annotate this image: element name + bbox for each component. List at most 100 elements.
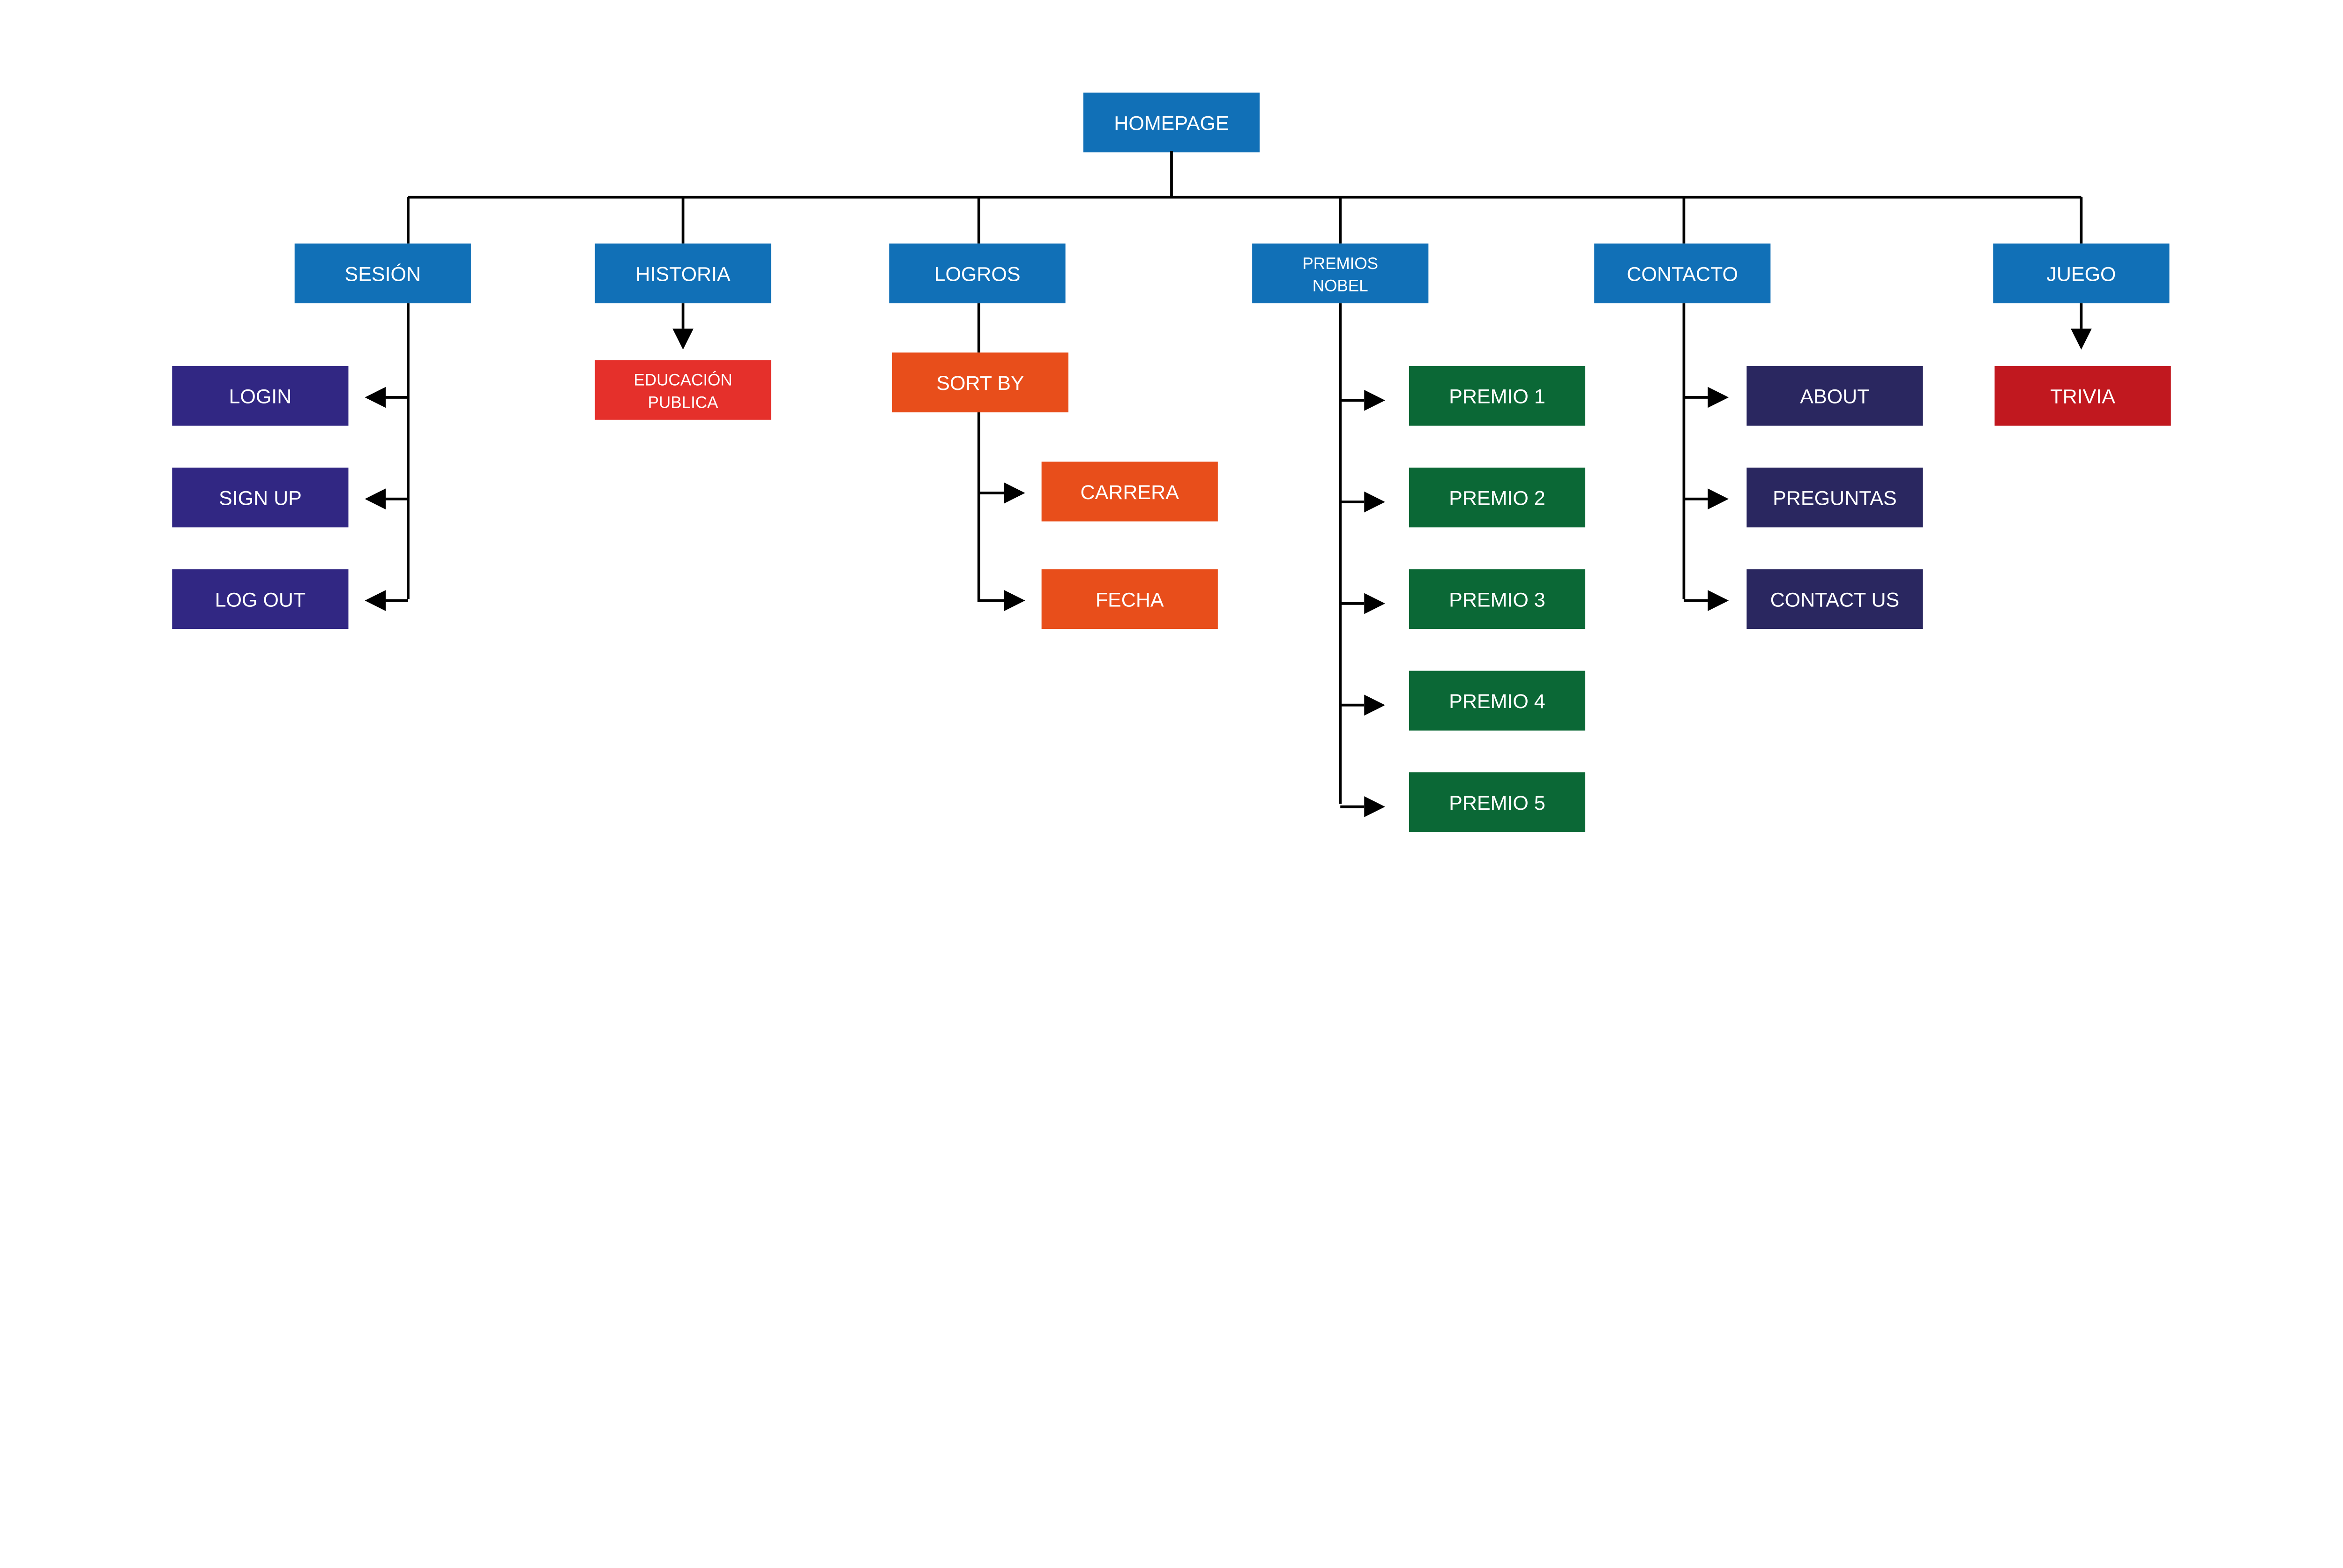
arrow-left-icon <box>365 488 386 510</box>
node-label-line: LOG OUT <box>215 589 306 611</box>
node-trivia: TRIVIA <box>1994 366 2171 426</box>
node-label: SIGN UP <box>219 487 302 510</box>
node-label-line: LOGROS <box>934 263 1021 285</box>
node-label: LOGROS <box>934 263 1021 285</box>
node-sort-by: SORT BY <box>892 352 1069 412</box>
node-box <box>892 352 1069 412</box>
node-contacto-child: CONTACT US <box>1746 569 1923 629</box>
arrow-right-icon <box>1708 488 1729 510</box>
arrow-right-icon <box>1708 387 1729 408</box>
node-box <box>1993 243 2170 304</box>
node-homepage: HOMEPAGE <box>1083 92 1260 153</box>
node-label-line: HOMEPAGE <box>1114 112 1229 134</box>
node-section-5: JUEGO <box>1993 243 2170 304</box>
node-box <box>1252 243 1429 304</box>
node-label: LOG OUT <box>215 589 306 611</box>
node-label: LOGIN <box>229 386 291 408</box>
node-contacto-child: PREGUNTAS <box>1746 467 1923 528</box>
node-label-line: PREMIO 5 <box>1449 792 1545 814</box>
node-box <box>1409 569 1586 629</box>
node-label-line: PREMIO 3 <box>1449 589 1545 611</box>
node-label-line: PREMIO 4 <box>1449 690 1545 713</box>
node-box <box>1409 467 1586 528</box>
node-label-line: HISTORIA <box>635 263 731 285</box>
node-box <box>1041 569 1218 629</box>
node-section-1: HISTORIA <box>595 243 771 304</box>
node-label: HISTORIA <box>635 263 731 285</box>
node-premio: PREMIO 2 <box>1409 467 1586 528</box>
node-label: PREMIO 5 <box>1449 792 1545 814</box>
node-premio: PREMIO 4 <box>1409 671 1586 731</box>
node-label: JUEGO <box>2046 263 2116 285</box>
node-label: TRIVIA <box>2050 386 2115 408</box>
node-box <box>889 243 1066 304</box>
node-section-0: SESIÓN <box>294 243 471 304</box>
node-sort-option: FECHA <box>1041 569 1218 629</box>
node-label-line: ABOUT <box>1800 386 1869 408</box>
arrow-right-icon <box>1708 590 1729 611</box>
node-label-line: SORT BY <box>936 372 1024 395</box>
node-box <box>1409 671 1586 731</box>
node-label: CONTACTO <box>1627 263 1738 285</box>
node-label-line: SESIÓN <box>345 263 421 285</box>
node-historia-child: EDUCACIÓN PUBLICA <box>595 360 771 420</box>
node-sesion-child: LOG OUT <box>172 569 349 629</box>
node-premio: PREMIO 5 <box>1409 772 1586 832</box>
arrow-right-icon <box>1004 482 1025 504</box>
node-label: PREMIO 1 <box>1449 386 1545 408</box>
node-label: ABOUT <box>1800 386 1869 408</box>
node-box <box>1994 366 2171 426</box>
node-label-line: CONTACT US <box>1770 589 1900 611</box>
node-label-line: NOBEL <box>1313 277 1368 295</box>
node-label-line: PREMIOS <box>1302 254 1378 273</box>
node-sesion-child: SIGN UP <box>172 467 349 528</box>
node-section-3: PREMIOS NOBEL <box>1252 243 1429 304</box>
node-label: PREGUNTAS <box>1773 487 1897 510</box>
node-box <box>1041 462 1218 522</box>
node-label-line: CONTACTO <box>1627 263 1738 285</box>
node-premio: PREMIO 1 <box>1409 366 1586 426</box>
node-box <box>1409 366 1586 426</box>
node-box <box>294 243 471 304</box>
node-sort-option: CARRERA <box>1041 462 1218 522</box>
node-contacto-child: ABOUT <box>1746 366 1923 426</box>
arrow-right-icon <box>1364 390 1385 411</box>
node-label: EDUCACIÓN PUBLICA <box>634 371 732 411</box>
arrow-down-icon <box>672 329 694 350</box>
node-label-line: PREMIO 2 <box>1449 487 1545 510</box>
node-label: HOMEPAGE <box>1114 112 1229 134</box>
node-label: CARRERA <box>1081 481 1179 504</box>
arrow-right-icon <box>1364 796 1385 817</box>
arrow-left-icon <box>365 590 386 611</box>
arrow-left-icon <box>365 387 386 408</box>
node-label: PREMIO 3 <box>1449 589 1545 611</box>
node-label-line: SIGN UP <box>219 487 302 510</box>
node-box <box>595 243 771 304</box>
node-label-line: PREMIO 1 <box>1449 386 1545 408</box>
node-label: FECHA <box>1096 589 1164 611</box>
node-box <box>172 467 349 528</box>
node-box <box>595 360 771 420</box>
node-section-4: CONTACTO <box>1594 243 1771 304</box>
node-section-2: LOGROS <box>889 243 1066 304</box>
node-label-line: TRIVIA <box>2050 386 2115 408</box>
node-label-line: EDUCACIÓN <box>634 371 732 389</box>
node-premio: PREMIO 3 <box>1409 569 1586 629</box>
node-box <box>1746 366 1923 426</box>
node-box <box>172 569 349 629</box>
node-label-line: PUBLICA <box>648 393 719 411</box>
node-box <box>172 366 349 426</box>
node-box <box>1746 467 1923 528</box>
node-label: SORT BY <box>936 372 1024 395</box>
node-box <box>1594 243 1771 304</box>
node-label: CONTACT US <box>1770 589 1900 611</box>
node-box <box>1083 92 1260 153</box>
arrow-right-icon <box>1004 590 1025 611</box>
node-label-line: PREGUNTAS <box>1773 487 1897 510</box>
node-label: PREMIO 4 <box>1449 690 1545 713</box>
node-label-line: CARRERA <box>1081 481 1179 504</box>
arrow-right-icon <box>1364 694 1385 716</box>
node-label: SESIÓN <box>345 263 421 285</box>
node-sesion-child: LOGIN <box>172 366 349 426</box>
arrow-right-icon <box>1364 491 1385 513</box>
